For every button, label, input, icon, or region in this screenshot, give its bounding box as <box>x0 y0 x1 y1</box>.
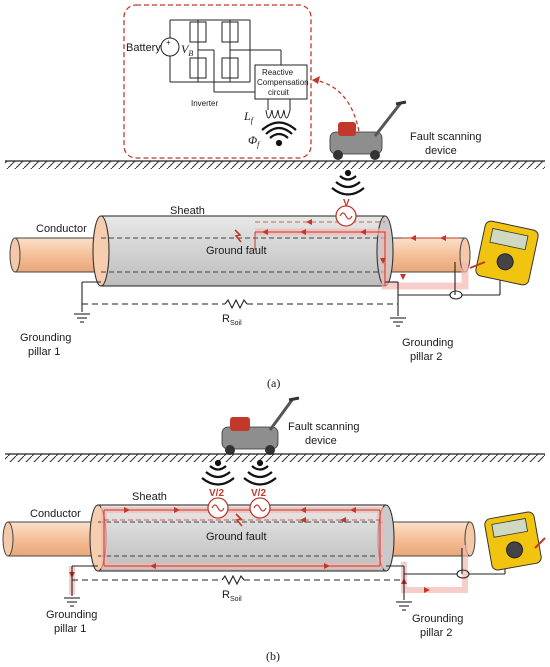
signal-icon-b-right <box>243 459 277 486</box>
caption-a: (a) <box>267 376 280 390</box>
fault-bolt-icon-b <box>235 513 243 527</box>
reactive-line2: Compensation <box>257 78 309 87</box>
coil-icon <box>265 99 291 119</box>
inverter-label: Inverter <box>191 99 218 108</box>
sheath-a <box>100 215 386 287</box>
reactive-box <box>254 64 308 100</box>
panel-b: Fault scanning device V/2 V/2 <box>2 396 546 663</box>
ac-source-icon-b-right <box>249 497 271 519</box>
sheath-label-b: Sheath <box>132 491 167 503</box>
vb-label: VB <box>181 42 193 58</box>
ac-source-icon-b-left <box>207 497 229 519</box>
voltage-left-b: V/2 <box>209 488 224 499</box>
phi-label: Φf <box>248 133 261 149</box>
ground1-line2-b: pillar 1 <box>54 623 86 635</box>
battery-label: Battery <box>126 42 161 54</box>
conductor-label-b: Conductor <box>30 508 81 520</box>
device-line2-a: device <box>425 145 457 157</box>
lf-label: Lf <box>243 109 255 125</box>
ground2-line1-b: Grounding <box>412 613 463 625</box>
ground1-line1-b: Grounding <box>46 609 97 621</box>
ground1-line2-a: pillar 1 <box>28 346 60 358</box>
multimeter-icon-b <box>484 511 546 571</box>
ground1-line1-a: Grounding <box>20 332 71 344</box>
ground-hatch-a <box>5 161 545 169</box>
signal-icon-b-left <box>201 459 235 486</box>
rsoil-label-a: RSoil <box>222 313 242 327</box>
ground2-line2-b: pillar 2 <box>420 627 452 639</box>
ground2-line1-a: Grounding <box>402 337 453 349</box>
lawn-mower-icon <box>329 100 407 160</box>
panel-a: + Battery VB Inverter Reactive Compensat… <box>5 4 545 390</box>
device-line1-b: Fault scanning <box>288 421 360 433</box>
wireless-icon <box>261 121 297 147</box>
device-line1-a: Fault scanning <box>410 131 482 143</box>
ground2-line2-a: pillar 2 <box>410 351 442 363</box>
voltage-label-a: V <box>343 198 350 209</box>
fault-label-a: Ground fault <box>206 245 267 257</box>
current-path-a <box>254 219 469 290</box>
battery-icon: + <box>160 19 250 83</box>
ground-hatch-b <box>5 454 545 462</box>
fault-bolt-icon-a <box>234 229 242 243</box>
ac-source-icon-a <box>335 205 357 227</box>
device-line2-b: device <box>305 435 337 447</box>
voltage-right-b: V/2 <box>251 488 266 499</box>
signal-icon-a <box>331 169 365 196</box>
svg-text:+: + <box>166 38 171 47</box>
multimeter-icon-a <box>469 220 539 286</box>
inverter-switches-icon <box>189 20 256 93</box>
inverter-box <box>123 4 312 159</box>
reactive-line1: Reactive <box>262 68 294 77</box>
conductor-label-a: Conductor <box>36 223 87 235</box>
caption-b: (b) <box>266 649 280 663</box>
fault-label-b: Ground fault <box>206 531 267 543</box>
lawn-mower-icon-b <box>221 396 300 455</box>
reactive-line3: circuit <box>268 88 290 97</box>
rsoil-label-b: RSoil <box>222 589 242 603</box>
sheath-label-a: Sheath <box>170 205 205 217</box>
link-arrow <box>311 79 361 139</box>
